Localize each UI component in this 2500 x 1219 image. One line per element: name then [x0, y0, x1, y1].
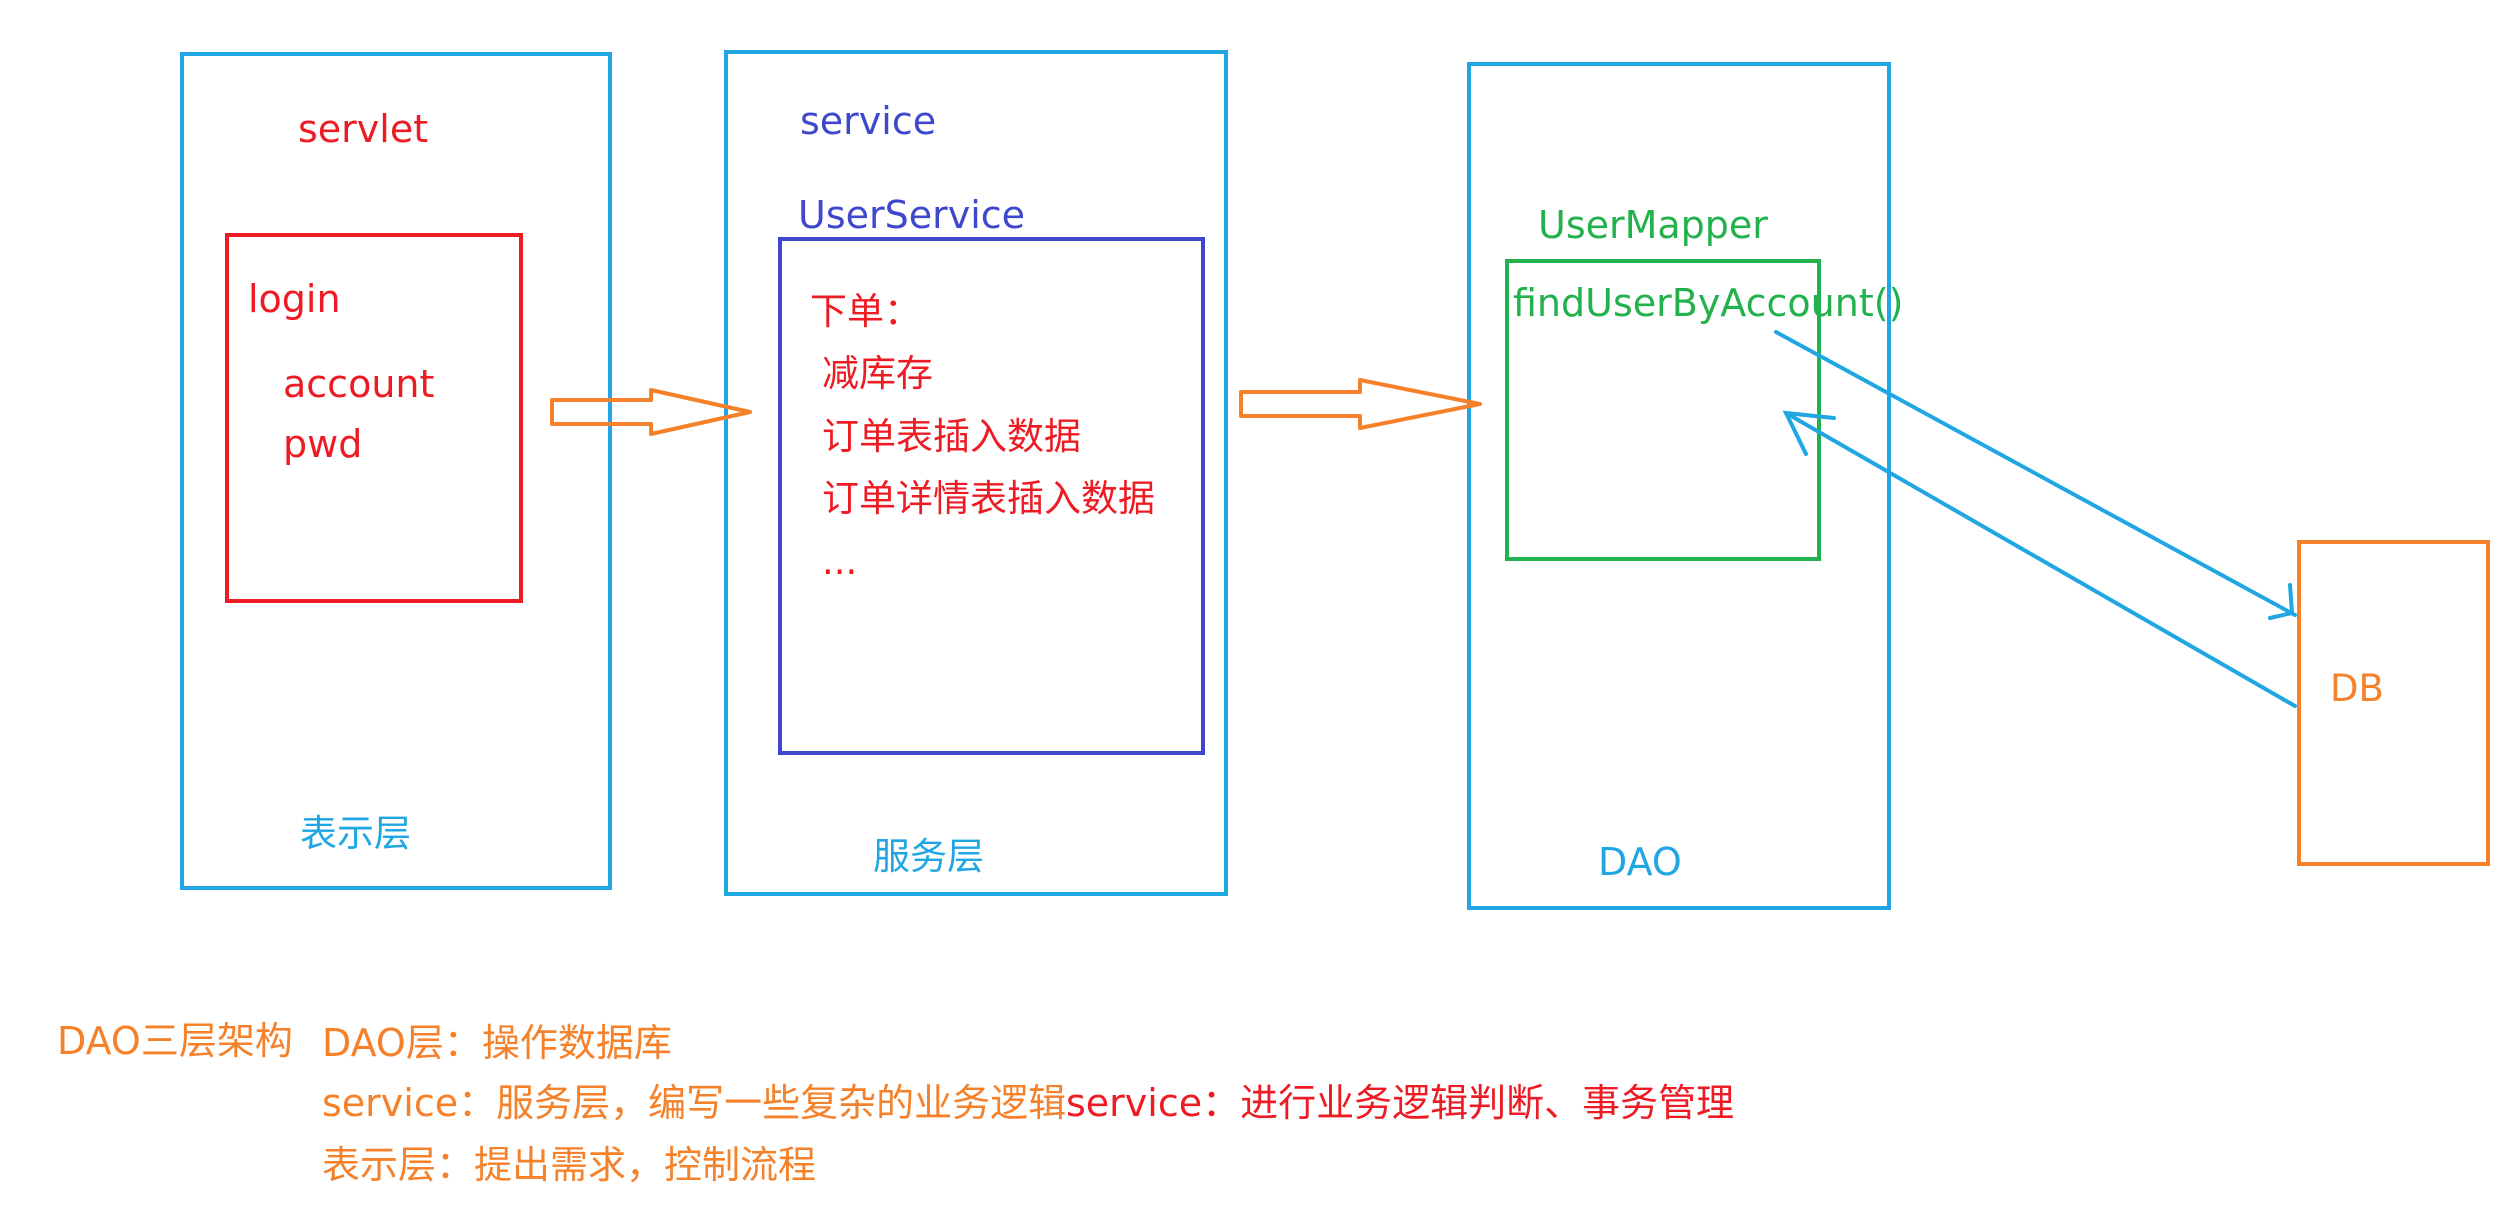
service-layer-label: 服务层 [873, 835, 984, 878]
order-heading: 下单： [810, 290, 921, 333]
presentation-layer-box [180, 52, 612, 890]
userservice-box [778, 237, 1205, 755]
arrow-service-to-dao [1239, 378, 1482, 430]
order-step-insert-detail: 订单详情表插入数据 [822, 477, 1155, 520]
arrow-mapper-to-db-head [2268, 583, 2295, 620]
notes-title: DAO三层架构 [57, 1019, 293, 1063]
order-step-ellipsis: ... [822, 540, 858, 583]
login-label: login [248, 277, 341, 321]
db-label: DB [2330, 667, 2384, 710]
find-user-method: findUserByAccount() [1513, 281, 1904, 325]
notes-service-extra: service：进行业务逻辑判断、事务管理 [1066, 1081, 1735, 1125]
dao-layer-label: DAO [1598, 840, 1682, 884]
userservice-label: UserService [798, 193, 1026, 237]
notes-dao-line: DAO层：操作数据库 [322, 1021, 672, 1065]
order-step-insert-order: 订单表插入数据 [822, 415, 1081, 458]
login-field-account: account [283, 362, 435, 406]
login-field-pwd: pwd [283, 422, 363, 466]
order-step-reduce-stock: 减库存 [822, 352, 933, 395]
notes-presentation-line: 表示层：提出需求，控制流程 [322, 1143, 817, 1187]
presentation-layer-label: 表示层 [300, 812, 411, 855]
servlet-label: servlet [298, 107, 429, 151]
usermapper-label: UserMapper [1538, 203, 1768, 247]
notes-service-line: service：服务层，编写一些复杂的业务逻辑 [322, 1081, 1067, 1125]
service-layer-box [724, 50, 1228, 896]
service-label: service [800, 99, 937, 143]
login-box [225, 233, 523, 603]
db-box [2297, 540, 2490, 866]
